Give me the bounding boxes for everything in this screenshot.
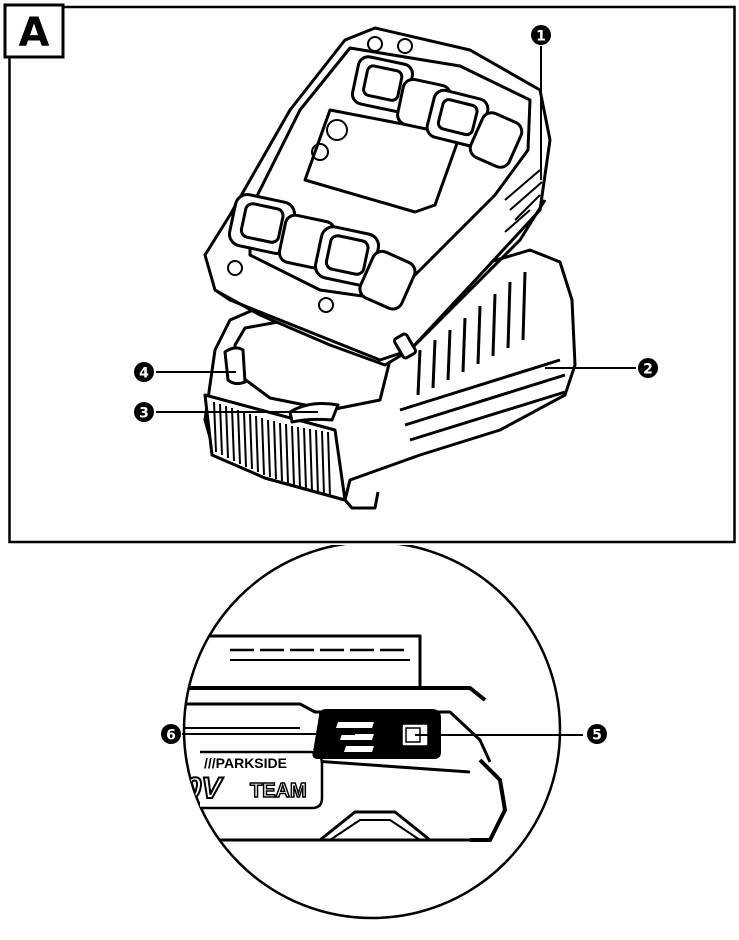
- charger-front-vents: [213, 401, 331, 498]
- battery-bottom-cushions: [227, 193, 417, 311]
- team-prefix: 20V: [167, 772, 224, 805]
- battery-pack: [203, 26, 552, 367]
- detail-top-rail: [184, 634, 422, 688]
- callout-1: 1: [531, 25, 551, 180]
- detail-led-view: ///PARKSIDE 20V TEAM 5 6: [161, 545, 607, 920]
- svg-text:1: 1: [536, 29, 546, 45]
- brand-label: ///PARKSIDE: [204, 755, 287, 771]
- callout-6: 6: [161, 724, 355, 744]
- panel-label-box: [3, 3, 65, 59]
- figure-a-frame: [8, 5, 736, 544]
- charge-level-indicator: [336, 722, 374, 752]
- callout-3: 3: [134, 402, 318, 422]
- charger-side-vents: [416, 271, 527, 396]
- svg-text:3: 3: [139, 406, 149, 422]
- panel-label: A: [19, 10, 50, 56]
- team-suffix: TEAM: [250, 780, 307, 802]
- callout-5: 5: [415, 724, 607, 744]
- callout-2: 2: [545, 358, 658, 378]
- detail-lower-tab: [318, 810, 432, 842]
- svg-text:4: 4: [139, 366, 149, 382]
- svg-text:6: 6: [166, 728, 176, 744]
- callout-4: 4: [134, 362, 236, 382]
- figure-a-battery-on-charger: A: [3, 3, 736, 544]
- svg-text:5: 5: [592, 728, 602, 744]
- battery-charge-indicator: [393, 332, 417, 360]
- battery-top-cushions: [350, 55, 524, 169]
- charger-led-green: [223, 346, 247, 386]
- svg-text:2: 2: [643, 362, 653, 378]
